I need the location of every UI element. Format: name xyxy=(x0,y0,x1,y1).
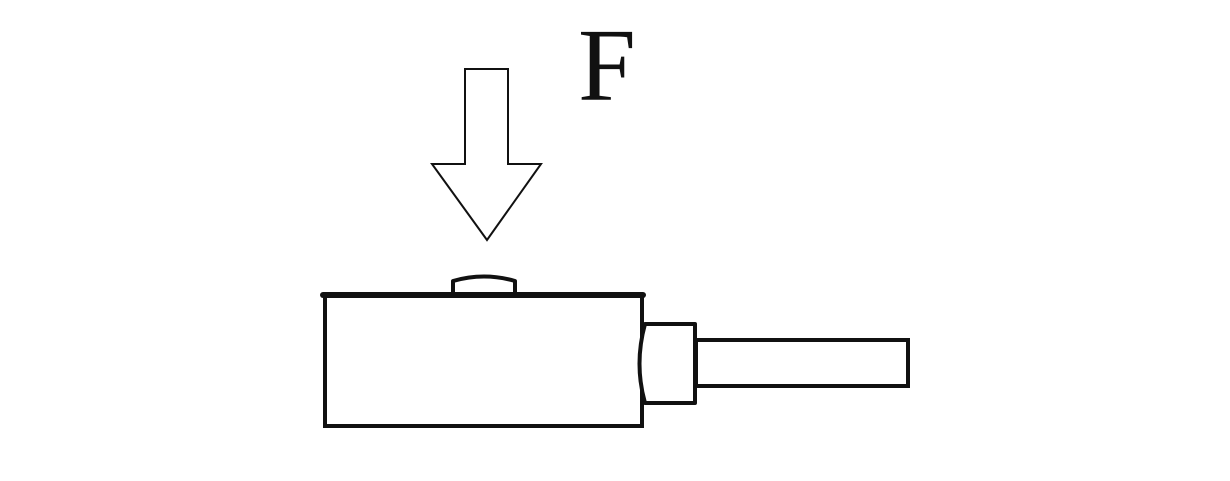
load-button xyxy=(451,274,517,294)
force-label: F xyxy=(578,8,636,123)
cable-nut xyxy=(637,322,697,405)
cable xyxy=(694,338,910,388)
force-arrow-icon xyxy=(430,68,543,242)
sensor-body xyxy=(323,293,644,428)
